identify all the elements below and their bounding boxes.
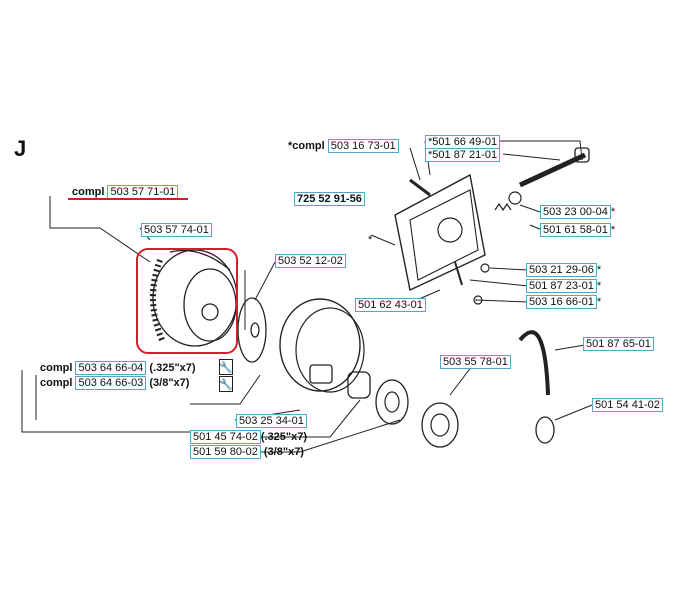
part-number-link[interactable]: 503 16 66-01 <box>526 295 597 309</box>
part-label-18: 501 54 41-02 <box>592 398 663 412</box>
tool-icon: 🔧 <box>219 359 233 375</box>
highlight-frame <box>136 248 238 354</box>
part-number-link[interactable]: 503 57 71-01 <box>107 185 179 199</box>
section-letter: J <box>14 136 27 161</box>
part-number-link[interactable]: 501 61 58-01 <box>540 223 611 237</box>
part-label-5: 725 52 91-56 <box>294 192 365 206</box>
part-suffix: * <box>596 296 602 308</box>
part-label-12: 501 62 43-01 <box>355 298 426 312</box>
part-label-2: *501 66 49-01 <box>425 135 501 149</box>
part-prefix: compl <box>40 362 73 374</box>
part-suffix: (.325"x7) <box>149 362 196 374</box>
part-label-7: 503 57 74-01 <box>141 223 212 237</box>
part-number-link[interactable]: 503 57 74-01 <box>141 223 212 237</box>
part-suffix: * <box>610 224 616 236</box>
part-number-link[interactable]: *501 87 21-01 <box>425 148 501 162</box>
part-number-link[interactable]: 503 52 12-02 <box>275 254 346 268</box>
part-label-4: compl 503 57 71-01 <box>72 185 179 199</box>
part-number-link[interactable]: 501 54 41-02 <box>592 398 663 412</box>
part-number-link[interactable]: 501 59 80-02 <box>190 445 261 459</box>
part-label-10: 503 21 29-06* <box>526 263 602 277</box>
part-label-14: 501 87 65-01 <box>583 337 654 351</box>
part-number-link[interactable]: 503 16 73-01 <box>327 139 399 153</box>
part-number-link[interactable]: 501 45 74-02 <box>190 430 261 444</box>
part-label-15: compl 503 64 66-04 (.325"x7) <box>40 361 196 375</box>
selection-underline <box>68 198 188 200</box>
part-suffix: * <box>596 264 602 276</box>
part-number-link[interactable]: 503 64 66-03 <box>75 376 147 390</box>
part-suffix: * <box>610 206 616 218</box>
tool-icon: 🔧 <box>219 376 233 392</box>
part-number-link[interactable]: 503 64 66-04 <box>75 361 147 375</box>
part-suffix: * <box>596 280 602 292</box>
part-label-16: compl 503 64 66-03 (3/8"x7) <box>40 376 190 390</box>
asterisk-mark: * <box>368 234 373 246</box>
part-prefix: *compl <box>288 140 325 152</box>
part-label-9: 503 52 12-02 <box>275 254 346 268</box>
part-label-13: 503 16 66-01* <box>526 295 602 309</box>
part-prefix: compl <box>40 377 73 389</box>
part-number-link[interactable]: 725 52 91-56 <box>294 192 365 206</box>
part-prefix: compl <box>72 186 105 198</box>
part-suffix: (3/8"x7) <box>149 377 190 389</box>
part-suffix: (.325"x7) <box>260 431 308 443</box>
part-number-link[interactable]: 503 23 00-04 <box>540 205 611 219</box>
part-number-link[interactable]: *501 66 49-01 <box>425 135 501 149</box>
part-label-20: 501 45 74-02(.325"x7) <box>190 430 308 444</box>
part-number-link[interactable]: 503 25 34-01 <box>236 414 307 428</box>
part-number-link[interactable]: 501 62 43-01 <box>355 298 426 312</box>
part-label-17: 503 55 78-01 <box>440 355 511 369</box>
part-number-link[interactable]: 501 87 23-01 <box>526 279 597 293</box>
part-label-6: 503 23 00-04* <box>540 205 616 219</box>
part-label-21: 501 59 80-02 (3/8"x7) <box>190 445 304 459</box>
part-label-3: *501 87 21-01 <box>425 148 501 162</box>
part-label-19: 503 25 34-01 <box>236 414 307 428</box>
part-label-11: 501 87 23-01* <box>526 279 602 293</box>
part-label-1: *compl 503 16 73-01 <box>288 139 399 153</box>
part-suffix: (3/8"x7) <box>263 446 304 458</box>
part-number-link[interactable]: 501 87 65-01 <box>583 337 654 351</box>
part-label-8: 501 61 58-01* <box>540 223 616 237</box>
part-number-link[interactable]: 503 55 78-01 <box>440 355 511 369</box>
part-number-link[interactable]: 503 21 29-06 <box>526 263 597 277</box>
